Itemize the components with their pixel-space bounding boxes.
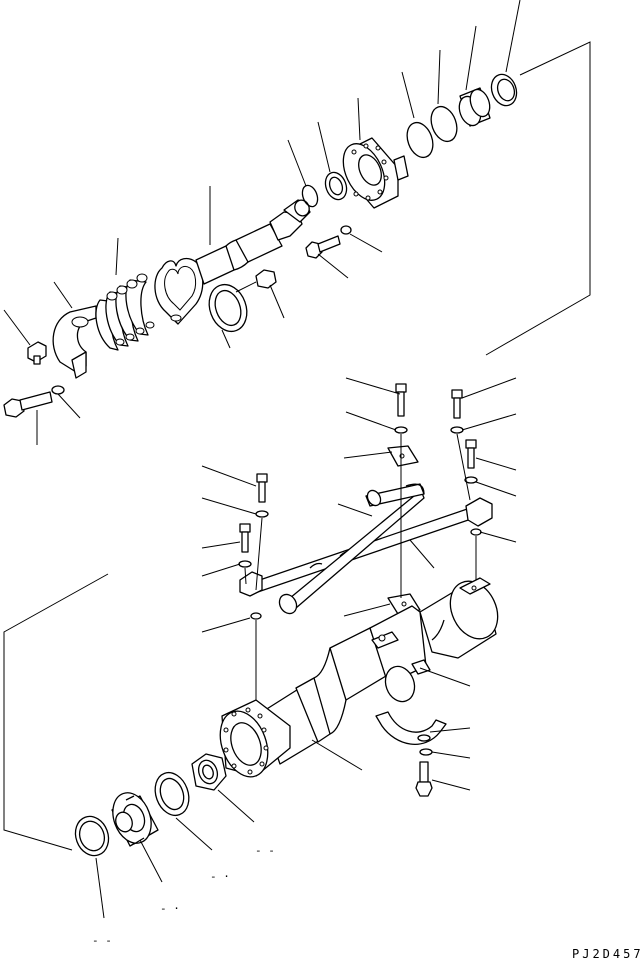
- washer-mid: [340, 225, 352, 235]
- hydraulic-pipe-short: [278, 483, 425, 615]
- piston-rod: [195, 199, 311, 285]
- piping-group: [201, 377, 517, 712]
- bushing-upper: [458, 87, 491, 127]
- shim-stack: [95, 273, 155, 351]
- bolt-left: [3, 391, 53, 418]
- leader-lines-lower: [95, 667, 471, 919]
- drawing-code: PJ2D457: [572, 947, 642, 960]
- small-mark-1: - -: [255, 844, 275, 857]
- o-ring-upper-3: [430, 105, 458, 143]
- group-bracket-line-upper: [485, 41, 591, 356]
- cylinder-tube-group: - - - · - · - -: [3, 573, 499, 947]
- leader-lines-upper: [3, 0, 521, 445]
- head-end-flange: [219, 699, 291, 778]
- leader-lines-middle: [201, 377, 517, 633]
- bolt-pipe-1: [394, 383, 408, 434]
- cylinder-head-group: [3, 0, 591, 445]
- cylinder-head-flange: [342, 137, 409, 209]
- piston: [111, 792, 159, 847]
- bolt-pipe-3: [464, 439, 478, 484]
- bolt-clamp: [415, 734, 433, 797]
- trunnion-mount: [371, 631, 416, 703]
- grease-fitting-upper: [27, 341, 47, 365]
- dust-seal-upper: [490, 73, 518, 107]
- o-ring-upper-2: [406, 121, 434, 159]
- washer-left: [51, 385, 65, 395]
- bolt-pipe-4: [255, 473, 269, 518]
- bolt-pipe-2: [450, 389, 464, 434]
- small-mark-2: - ·: [210, 870, 230, 883]
- piston-seal-ring: [74, 815, 110, 857]
- clamp-half: [52, 305, 97, 379]
- seal-upper-1: [324, 171, 348, 201]
- small-mark-4: - -: [92, 934, 112, 947]
- rod-eye: [154, 257, 204, 325]
- bolt-pipe-5: [238, 523, 252, 568]
- piston-nut: [191, 753, 227, 791]
- small-mark-3: - ·: [160, 902, 180, 915]
- rear-end-cap: [419, 577, 499, 659]
- rod-seal-ring: [208, 283, 248, 333]
- o-ring-pipe-1: [250, 612, 262, 620]
- piston-wear-ring: [154, 771, 190, 817]
- group-bracket-line-lower: [3, 573, 109, 851]
- nut-upper: [255, 269, 277, 289]
- bolt-head-mid: [305, 235, 341, 259]
- o-ring-pipe-2: [470, 528, 482, 536]
